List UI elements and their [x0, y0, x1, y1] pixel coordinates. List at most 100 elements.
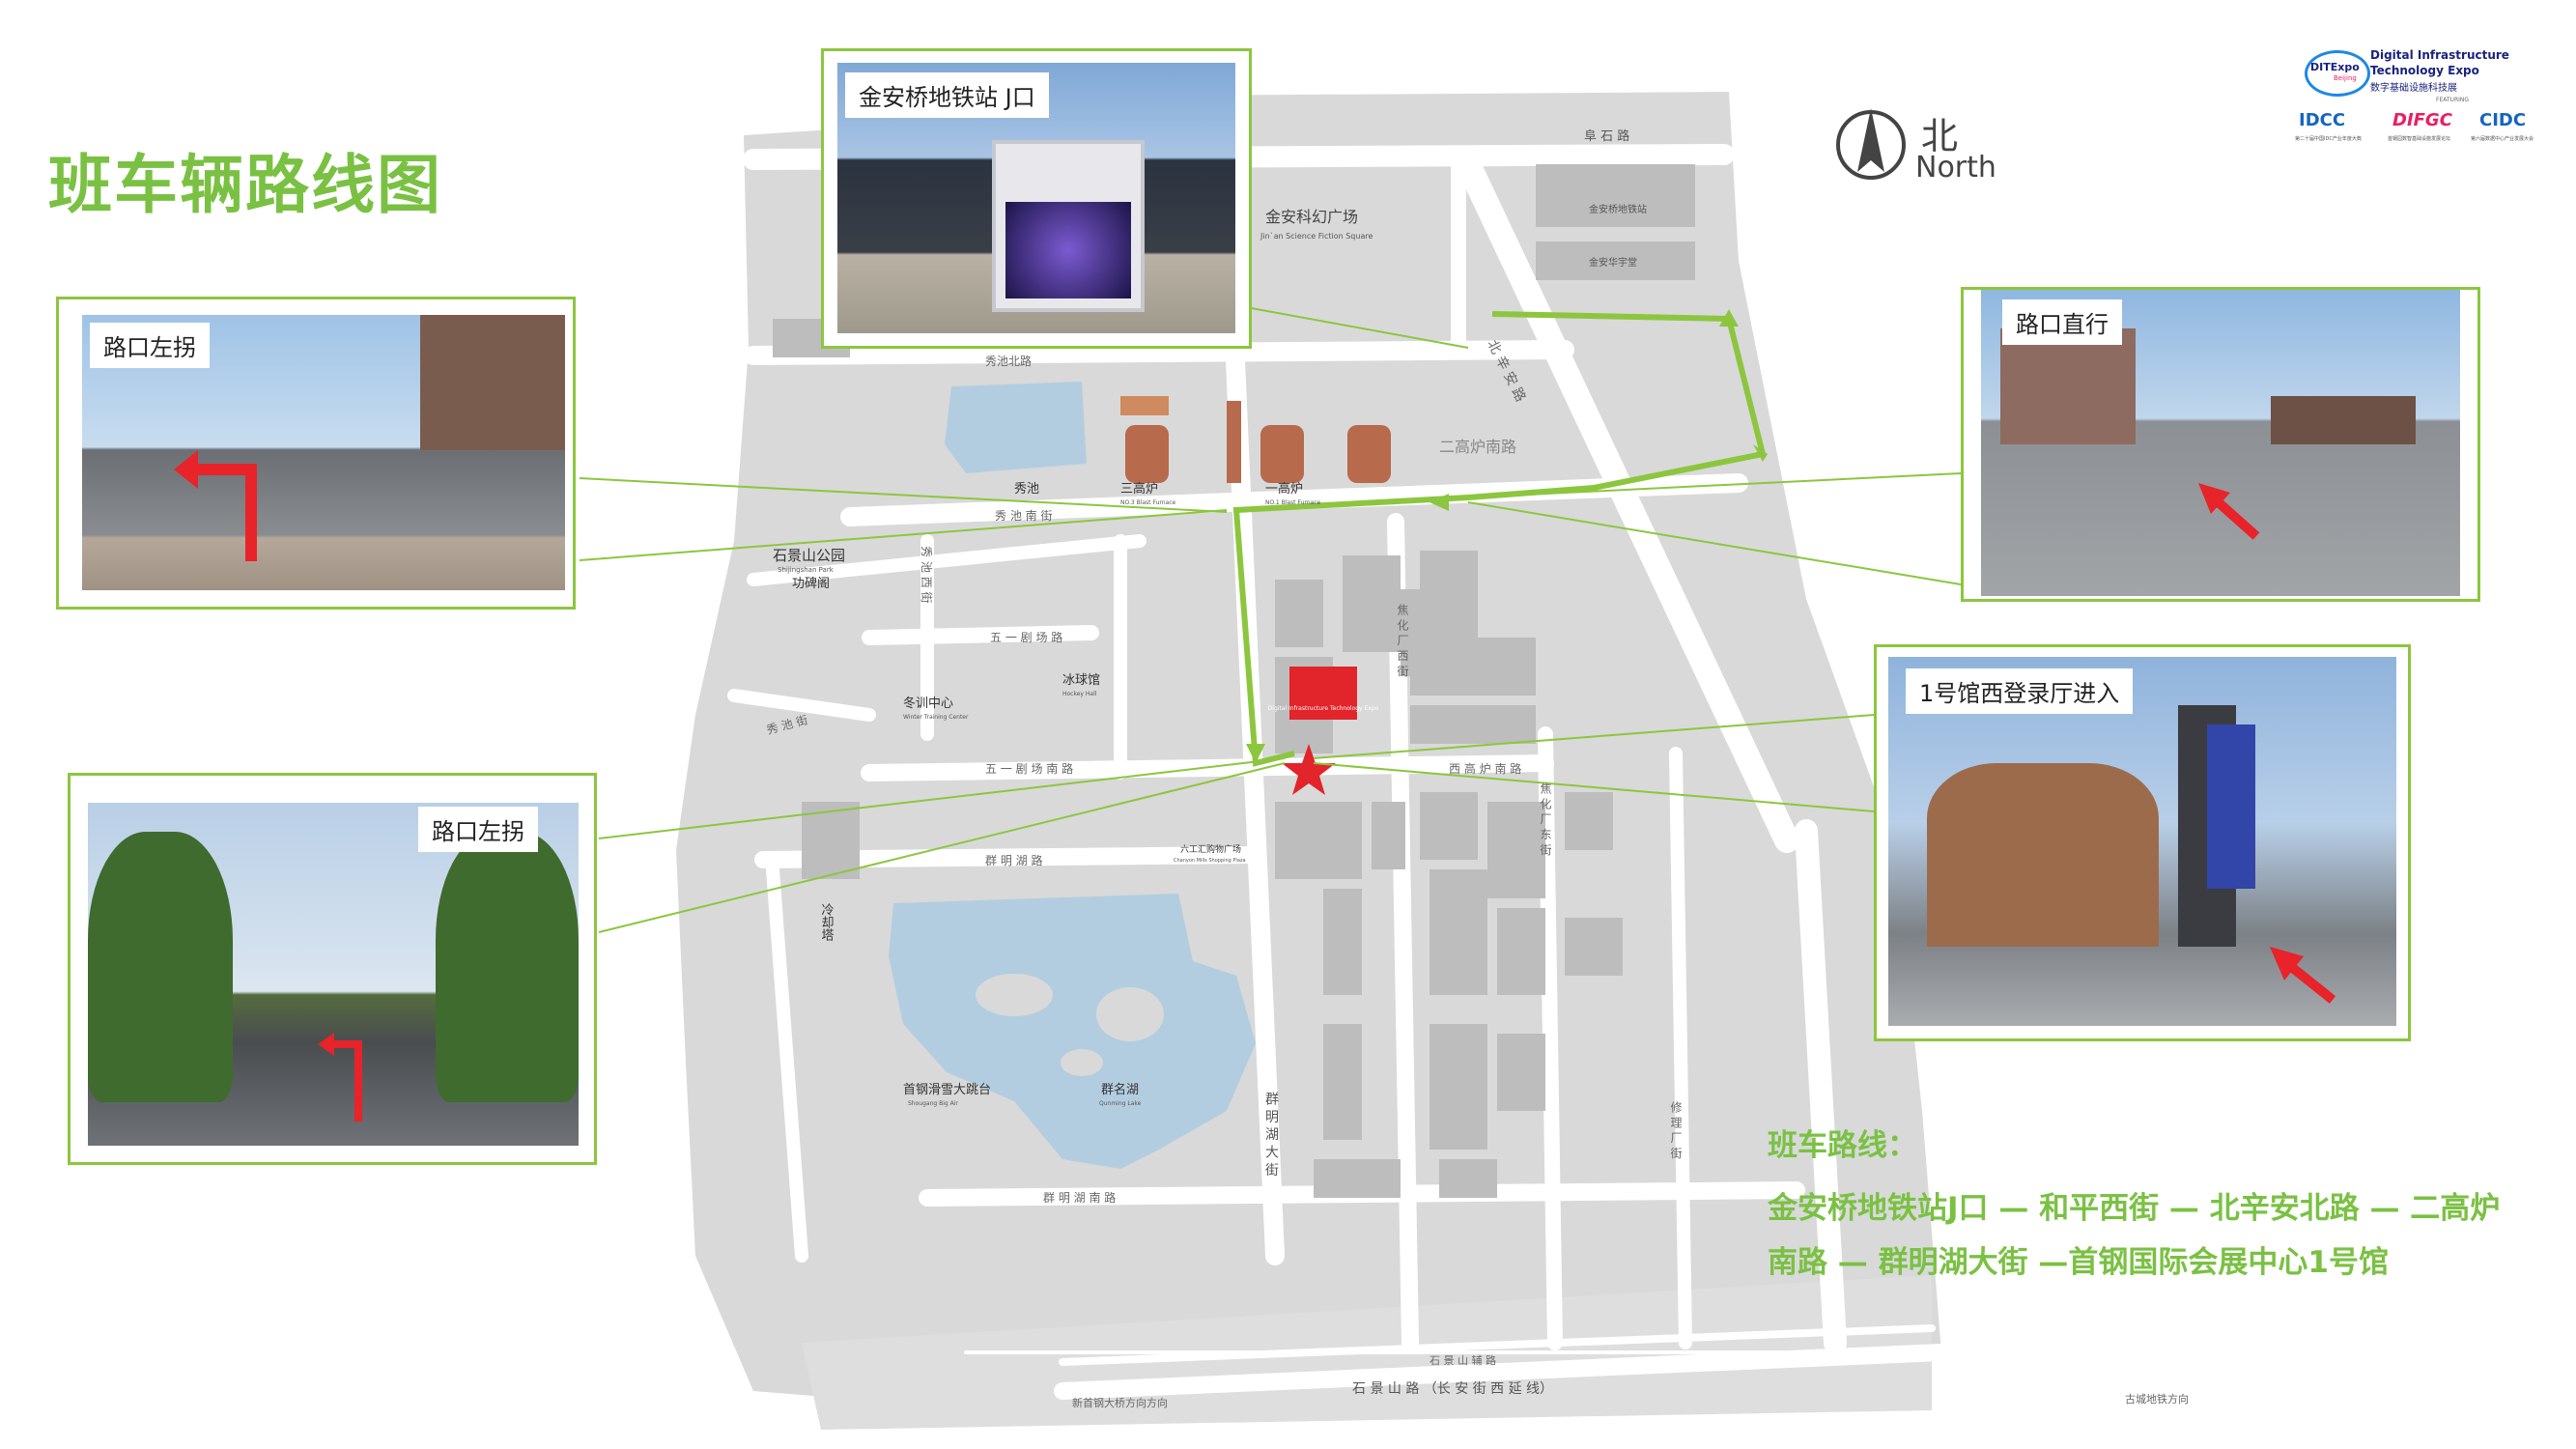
photo-hall-entrance: 1号馆西登录厅进入 [1874, 644, 2411, 1041]
buildings [773, 164, 1695, 1198]
cidc-sub: 第六届数据中心产业发展大会 [2471, 136, 2534, 142]
difgc-logo: DIFGC [2392, 110, 2452, 130]
xinshougang-label: 新首钢大桥方向方向 [1072, 1396, 1168, 1409]
hall-banner [2207, 724, 2255, 889]
liugong-en-label: Chanyon Mills Shopping Plaza [1174, 858, 1246, 864]
jinan-square-label: 金安科幻广场 [1265, 208, 1358, 226]
lake-islands [976, 974, 1164, 1076]
shijingshan-park-label: 石景山公园 [773, 547, 845, 564]
qunming-south-label: 群 明 湖 南 路 [1043, 1190, 1116, 1205]
photo-left-turn-2-caption: 路口左拐 [418, 807, 538, 852]
hall-arrow [2270, 947, 2336, 1004]
wuyi-north-label: 五 一 剧 场 路 [990, 630, 1062, 644]
ice-hall-en-label: Hockey Hall [1062, 691, 1097, 697]
photo-straight-caption: 路口直行 [2002, 299, 2122, 345]
building-left [2000, 328, 2136, 444]
qunming-lake [889, 894, 1256, 1169]
venue-marker [1289, 667, 1357, 720]
dite-logo-text: DITExpo [2310, 61, 2360, 73]
xiuchi-west-label: 秀 池 西 街 [920, 546, 933, 603]
left-turn-arrow-2 [318, 1033, 362, 1122]
hall-building [1927, 763, 2159, 947]
idcc-logo: IDCC [2299, 110, 2346, 130]
winter-center-en-label: Winter Training Center [903, 714, 969, 721]
idcc-sub: 第二十届中国IDC产业年度大典 [2295, 136, 2362, 142]
callout-lines [579, 306, 1962, 933]
expo-logo: DITExpo Beijing Digital Infrastructure T… [2291, 46, 2542, 153]
route-title: 班车路线： [1768, 1128, 1917, 1163]
photo-hall-entrance-image [1888, 657, 2396, 1026]
photo-hall-entrance-caption: 1号馆西登录厅进入 [1906, 668, 2134, 714]
shijingshan-park-en-label: Shijingshan Park [778, 566, 835, 574]
subway-kiosk [992, 140, 1145, 312]
photo-left-turn-1: 路口左拐 [56, 297, 576, 610]
qunming-ave-label: 群 明 湖 大 街 [1263, 1092, 1279, 1177]
page-title: 班车辆路线图 [48, 148, 442, 222]
difgc-sub: 首钢园数智基础设施发展论坛 [2388, 136, 2451, 142]
jinqiao-north-label: 秀池北路 [985, 354, 1032, 368]
jiaohua-xi-label: 焦 化 厂 西 街 [1396, 604, 1409, 677]
jinanqiao-station-label: 金安桥地铁站 [1589, 203, 1647, 215]
erbaolu-label: 二高炉南路 [1439, 438, 1516, 456]
lichang-label: 修 理 厂 街 [1669, 1100, 1683, 1159]
shougang-jump-label: 首钢滑雪大跳台 [903, 1083, 991, 1097]
blast-furnaces [1120, 396, 1391, 483]
route-line-2: 南路 — 群明湖大街 —首钢国际会展中心1号馆 [1768, 1245, 2389, 1280]
compass-icon [1836, 108, 1906, 180]
gucheng-label: 古城地铁方向 [2125, 1392, 2189, 1406]
venue-name: Digital Infrastructure Technology Expo [1268, 705, 1379, 712]
building-mid [2271, 396, 2416, 444]
straight-arrow [2198, 483, 2260, 540]
photo-left-turn-1-caption: 路口左拐 [90, 323, 210, 368]
photo-left-turn-2: 路口左拐 [68, 773, 597, 1165]
building-right [420, 315, 565, 450]
route-lines [1232, 311, 1767, 767]
route-line-1: 金安桥地铁站J口 — 和平西街 — 北辛安北路 — 二高炉 [1768, 1191, 2501, 1226]
expo-name-line2: Technology Expo [2370, 64, 2479, 77]
jinan-square-en-label: Jin`an Science Fiction Square [1260, 231, 1373, 241]
dite-logo-sub: Beijing [2334, 74, 2357, 82]
xiuchi-south-label: 秀 池 南 街 [995, 508, 1052, 523]
shougang-jump-en-label: Shougang Big Air [908, 1100, 958, 1107]
xigao-south-label: 西 高 炉 南 路 [1449, 761, 1521, 776]
sangaolu-en-label: NO.3 Blast Furnace [1120, 499, 1176, 506]
winter-center-label: 冬训中心 [903, 696, 953, 711]
north-en: North [1915, 151, 1996, 185]
photo-subway-caption: 金安桥地铁站 J口 [845, 72, 1049, 118]
lenquan-label: 冷却塔 [819, 903, 835, 941]
north-indicator: 北 North [1832, 104, 2025, 191]
sangaolu-label: 三高炉 [1120, 481, 1158, 497]
north-cn: 北 [1921, 115, 1959, 157]
photo-subway-entrance: 金安桥地铁站 J口 [821, 48, 1252, 349]
trees-left [88, 832, 233, 1102]
gongbei-label: 功碑阁 [792, 576, 830, 591]
xiuchi-label: 秀池 [1014, 482, 1039, 497]
qunming-lake-en-label: Qunming Lake [1099, 1100, 1142, 1107]
liugong-label: 六工汇购物广场 [1180, 843, 1241, 855]
yigaolu-label: 一高炉 [1265, 481, 1303, 497]
expo-name-line1: Digital Infrastructure [2370, 48, 2509, 62]
route-arrowheads [1246, 309, 1768, 763]
left-turn-arrow-1 [174, 450, 257, 561]
trees-right [436, 832, 579, 1102]
jinanqiao-bldg-label: 金安华宇堂 [1589, 256, 1637, 269]
jiaohua-dong-label: 焦 化 厂 东 街 [1539, 782, 1552, 856]
wuyi-south-label: 五 一 剧 场 南 路 [985, 761, 1073, 776]
kiosk-screen [1005, 202, 1131, 298]
fu-shi-road-label: 阜 石 路 [1584, 128, 1629, 144]
qunming-lake-label: 群名湖 [1101, 1082, 1139, 1097]
photo-left-turn-2-image [88, 803, 579, 1146]
shijingshan-road-label: 石 景 山 路 （长 安 街 西 延 线） [1352, 1381, 1553, 1397]
star-icon [1282, 744, 1336, 795]
route-description: 班车路线： 金安桥地铁站J口 — 和平西街 — 北辛安北路 — 二高炉 南路 —… [1768, 1121, 2560, 1290]
qunming-road-label: 群 明 湖 路 [985, 853, 1042, 867]
cidc-logo: CIDC [2479, 110, 2527, 130]
shijingshan-side-label: 石 景 山 辅 路 [1430, 1353, 1496, 1367]
photo-straight: 路口直行 [1961, 287, 2480, 602]
expo-name-cn: 数字基础设施科技展 [2370, 83, 2457, 94]
featuring-label: FEATURING [2436, 97, 2470, 103]
yigaolu-en-label: NO.1 Blast Furnace [1265, 499, 1321, 506]
ice-hall-label: 冰球馆 [1062, 673, 1100, 688]
